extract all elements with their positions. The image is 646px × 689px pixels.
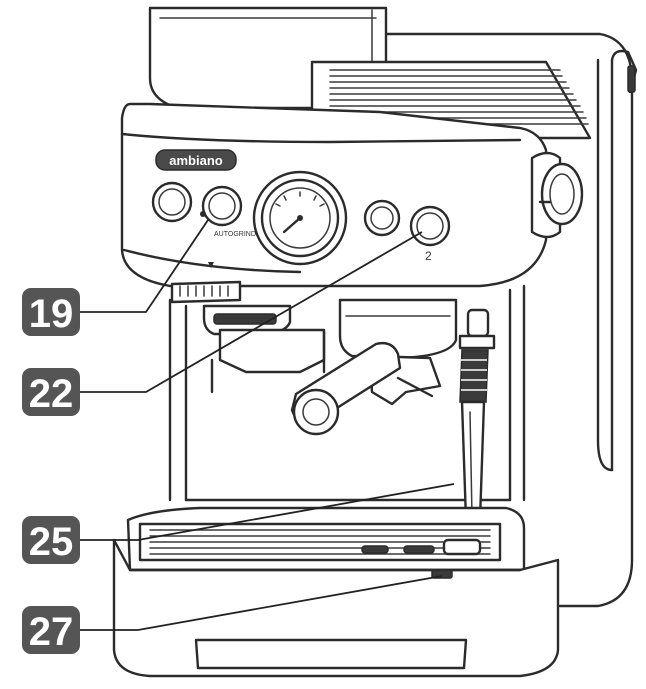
callout-27: 27 [22, 606, 80, 654]
grind-scale [170, 262, 242, 304]
double-cup-button[interactable] [409, 205, 451, 247]
wand-grip-rings [461, 359, 487, 391]
leader-27 [80, 575, 443, 631]
brew-group [338, 298, 458, 360]
grinder-outlet [202, 304, 292, 336]
double-cup-label: 2 [425, 249, 432, 263]
pressure-gauge [252, 170, 348, 266]
portafilter-holder [210, 328, 326, 394]
callout-25: 25 [22, 516, 80, 564]
autogrind-button[interactable] [200, 185, 243, 227]
svg-text:27: 27 [29, 610, 74, 654]
brand-logo-text: ambiano [169, 153, 223, 168]
autogrind-label: AUTOGRIND [214, 231, 256, 238]
drip-tray-front [112, 538, 560, 678]
callout-22: 22 [22, 368, 80, 416]
steam-button[interactable] [363, 199, 401, 237]
leader-25 [80, 483, 455, 541]
steam-wand[interactable] [458, 308, 496, 532]
machine-side-shell [384, 32, 638, 608]
steam-knob[interactable] [530, 151, 584, 239]
left-button[interactable] [151, 181, 193, 223]
svg-text:19: 19 [29, 292, 74, 336]
leader-19 [80, 219, 209, 313]
svg-text:22: 22 [29, 372, 74, 416]
brand-plate: ambiano [155, 149, 237, 171]
svg-text:25: 25 [29, 520, 74, 564]
machine-front-frame [168, 284, 526, 502]
callout-leaders [80, 219, 455, 631]
callout-19: 19 [22, 288, 80, 336]
portafilter[interactable] [290, 341, 442, 436]
leader-22 [80, 231, 423, 393]
drip-tray-base [126, 506, 526, 572]
